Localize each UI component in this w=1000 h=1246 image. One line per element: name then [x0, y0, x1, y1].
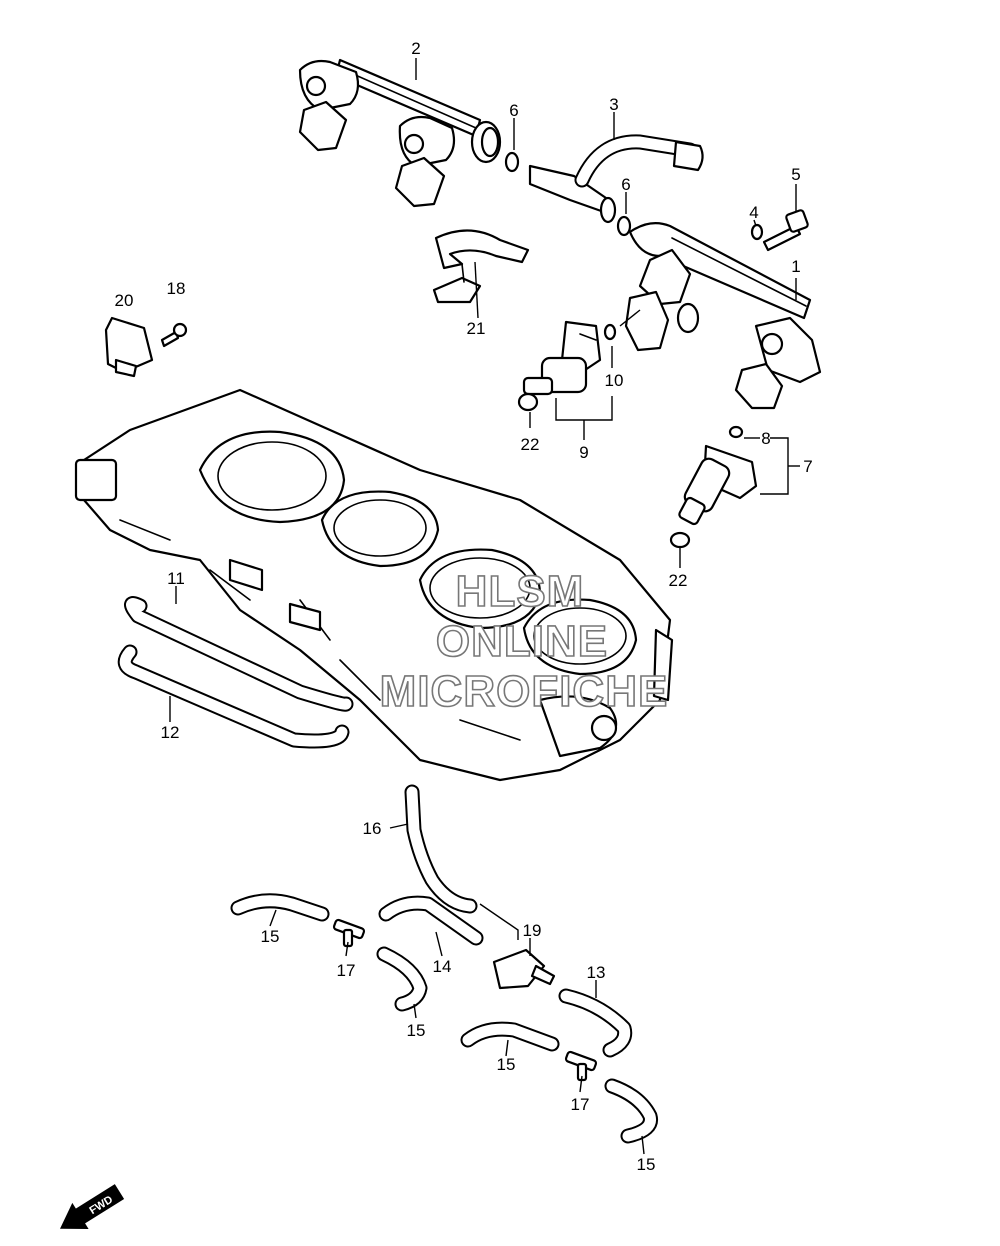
fwd-arrow-icon: FWD — [59, 1184, 125, 1229]
screw[interactable] — [160, 322, 188, 348]
cushion-seal-right[interactable] — [669, 531, 691, 549]
valve[interactable] — [492, 948, 556, 990]
callout-19: 19 — [523, 921, 542, 940]
callout-17-a: 17 — [337, 961, 356, 980]
leader-lines — [169, 58, 800, 1155]
callout-9: 9 — [579, 443, 588, 462]
callout-13: 13 — [587, 963, 606, 982]
callout-4: 4 — [749, 203, 758, 222]
fuel-delivery-pipe-right[interactable] — [624, 221, 822, 410]
callout-2: 2 — [411, 39, 420, 58]
hose-15-c[interactable] — [460, 1021, 560, 1052]
o-ring-lower[interactable] — [616, 215, 632, 237]
callout-15-a: 15 — [261, 927, 280, 946]
callout-3: 3 — [609, 95, 618, 114]
hose-15-a[interactable] — [230, 893, 330, 922]
watermark-line-3: MICROFICHE — [380, 667, 669, 716]
callout-1: 1 — [791, 257, 800, 276]
callout-18: 18 — [167, 279, 186, 298]
three-way-joint-b[interactable] — [564, 1050, 598, 1082]
callout-15-b: 15 — [407, 1021, 426, 1040]
fuel-delivery-pipe-left[interactable] — [298, 58, 502, 208]
hose-14[interactable] — [378, 895, 484, 946]
watermark-line-1: HLSM — [456, 567, 585, 616]
callout-22-a: 22 — [521, 435, 540, 454]
o-ring-upper[interactable] — [504, 151, 520, 173]
bolt[interactable] — [762, 209, 809, 252]
callout-15-c: 15 — [497, 1055, 516, 1074]
callout-20: 20 — [115, 291, 134, 310]
watermark-line-2: ONLINE — [436, 617, 608, 666]
hose-16[interactable] — [404, 784, 478, 914]
callout-10: 10 — [605, 371, 624, 390]
hose-12[interactable] — [117, 644, 350, 749]
joint-pipe[interactable] — [528, 134, 704, 224]
injector-o-ring-right[interactable] — [728, 425, 744, 439]
callout-14: 14 — [433, 957, 452, 976]
callout-6-b: 6 — [621, 175, 630, 194]
hose-15-b[interactable] — [376, 946, 428, 1012]
clamp[interactable] — [432, 229, 530, 304]
callouts: 1 2 3 4 5 6 6 7 8 9 10 11 12 13 14 15 15… — [115, 39, 813, 1174]
callout-5: 5 — [791, 165, 800, 184]
callout-22-b: 22 — [669, 571, 688, 590]
callout-16: 16 — [363, 819, 382, 838]
injector-o-ring-left[interactable] — [603, 323, 617, 341]
hose-15-d[interactable] — [604, 1078, 658, 1144]
callout-21: 21 — [467, 319, 486, 338]
throttle-body[interactable] — [74, 388, 674, 782]
callout-17-b: 17 — [571, 1095, 590, 1114]
hose-11[interactable] — [124, 596, 354, 712]
callout-11: 11 — [167, 569, 185, 588]
fuel-injector-right[interactable] — [678, 444, 758, 526]
callout-8: 8 — [761, 429, 770, 448]
callout-7: 7 — [803, 457, 812, 476]
callout-12: 12 — [161, 723, 180, 742]
callout-15-d: 15 — [637, 1155, 656, 1174]
callout-6-a: 6 — [509, 101, 518, 120]
three-way-joint-a[interactable] — [332, 918, 366, 948]
hose-13[interactable] — [558, 988, 633, 1058]
cushion-seal-left[interactable] — [517, 392, 539, 412]
sensor[interactable] — [104, 316, 154, 378]
fuel-injector-left[interactable] — [522, 320, 602, 396]
washer[interactable] — [750, 223, 764, 241]
